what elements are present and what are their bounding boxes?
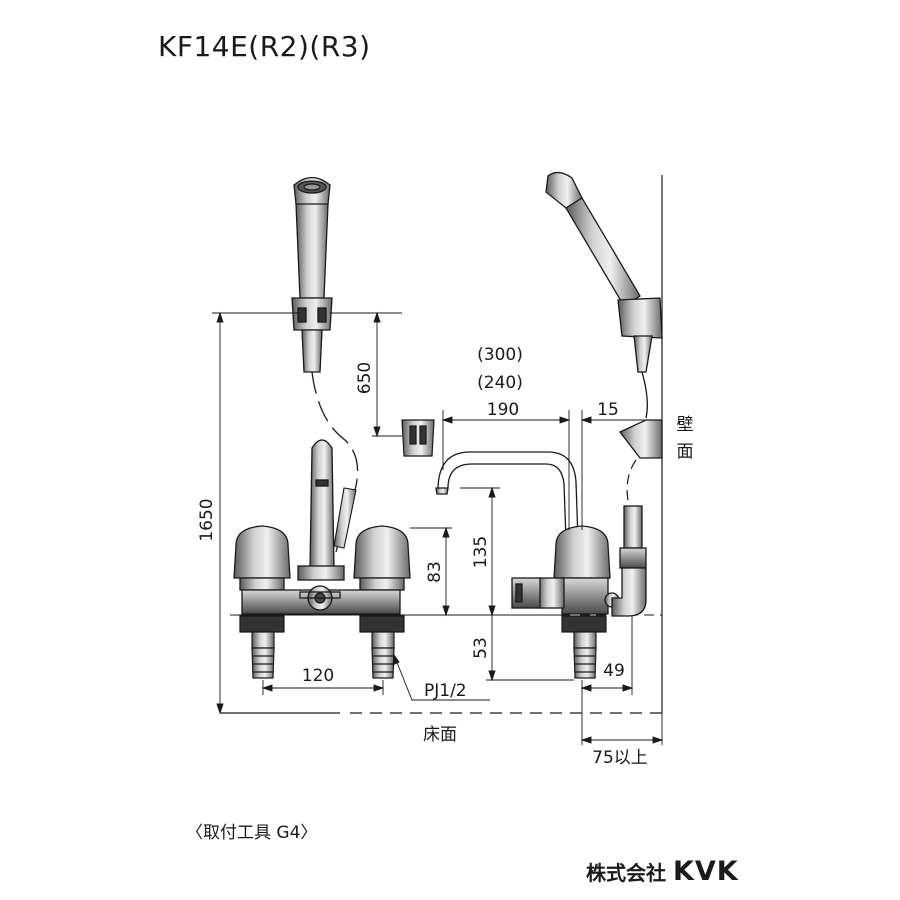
wall-bracket-side xyxy=(618,419,663,459)
inlet-right-front xyxy=(359,615,405,679)
page-title: KF14E(R2)(R3) xyxy=(158,30,371,63)
dim-1650: 1650 xyxy=(197,498,217,541)
shower-head-side xyxy=(545,171,663,373)
handle-right-front xyxy=(353,525,411,591)
floor-label: 床面 xyxy=(423,725,457,745)
hose-side-dashed xyxy=(626,459,637,511)
wall-label-2: 面 xyxy=(677,442,694,462)
body-side xyxy=(511,525,620,615)
dim-49: 49 xyxy=(603,661,625,681)
dim-650: 650 xyxy=(355,362,375,394)
wall-hook xyxy=(401,419,435,457)
handle-left-front xyxy=(233,525,291,591)
wall-label-1: 壁 xyxy=(677,415,694,435)
supply-elbow-side xyxy=(611,505,647,617)
shower-head-front xyxy=(291,176,333,373)
hose-side xyxy=(641,371,648,419)
dim-300: (300) xyxy=(477,345,523,365)
inlet-left-front xyxy=(239,615,285,679)
dim-53: 53 xyxy=(471,637,491,659)
dim-83: 83 xyxy=(425,561,445,583)
brand-mark: KVK xyxy=(672,856,739,887)
hose-joint-front xyxy=(333,487,357,549)
dim-120: 120 xyxy=(302,666,334,686)
dimension-lines xyxy=(212,311,664,745)
dim-75: 75以上 xyxy=(592,748,648,768)
inlet-side xyxy=(561,615,607,679)
dim-190: 190 xyxy=(487,400,519,420)
base-body-front xyxy=(241,585,401,615)
dim-15: 15 xyxy=(597,400,619,420)
dim-240: (240) xyxy=(477,373,523,393)
tools-note: 〈取付工具 G4〉 xyxy=(186,823,318,843)
dim-pj: PJ1/2 xyxy=(424,681,467,701)
dim-135: 135 xyxy=(471,536,491,568)
brand-logo: 株式会社 KVK xyxy=(586,856,739,887)
center-column xyxy=(297,439,345,581)
brand-company: 株式会社 xyxy=(586,861,666,885)
spout-side xyxy=(435,451,579,541)
